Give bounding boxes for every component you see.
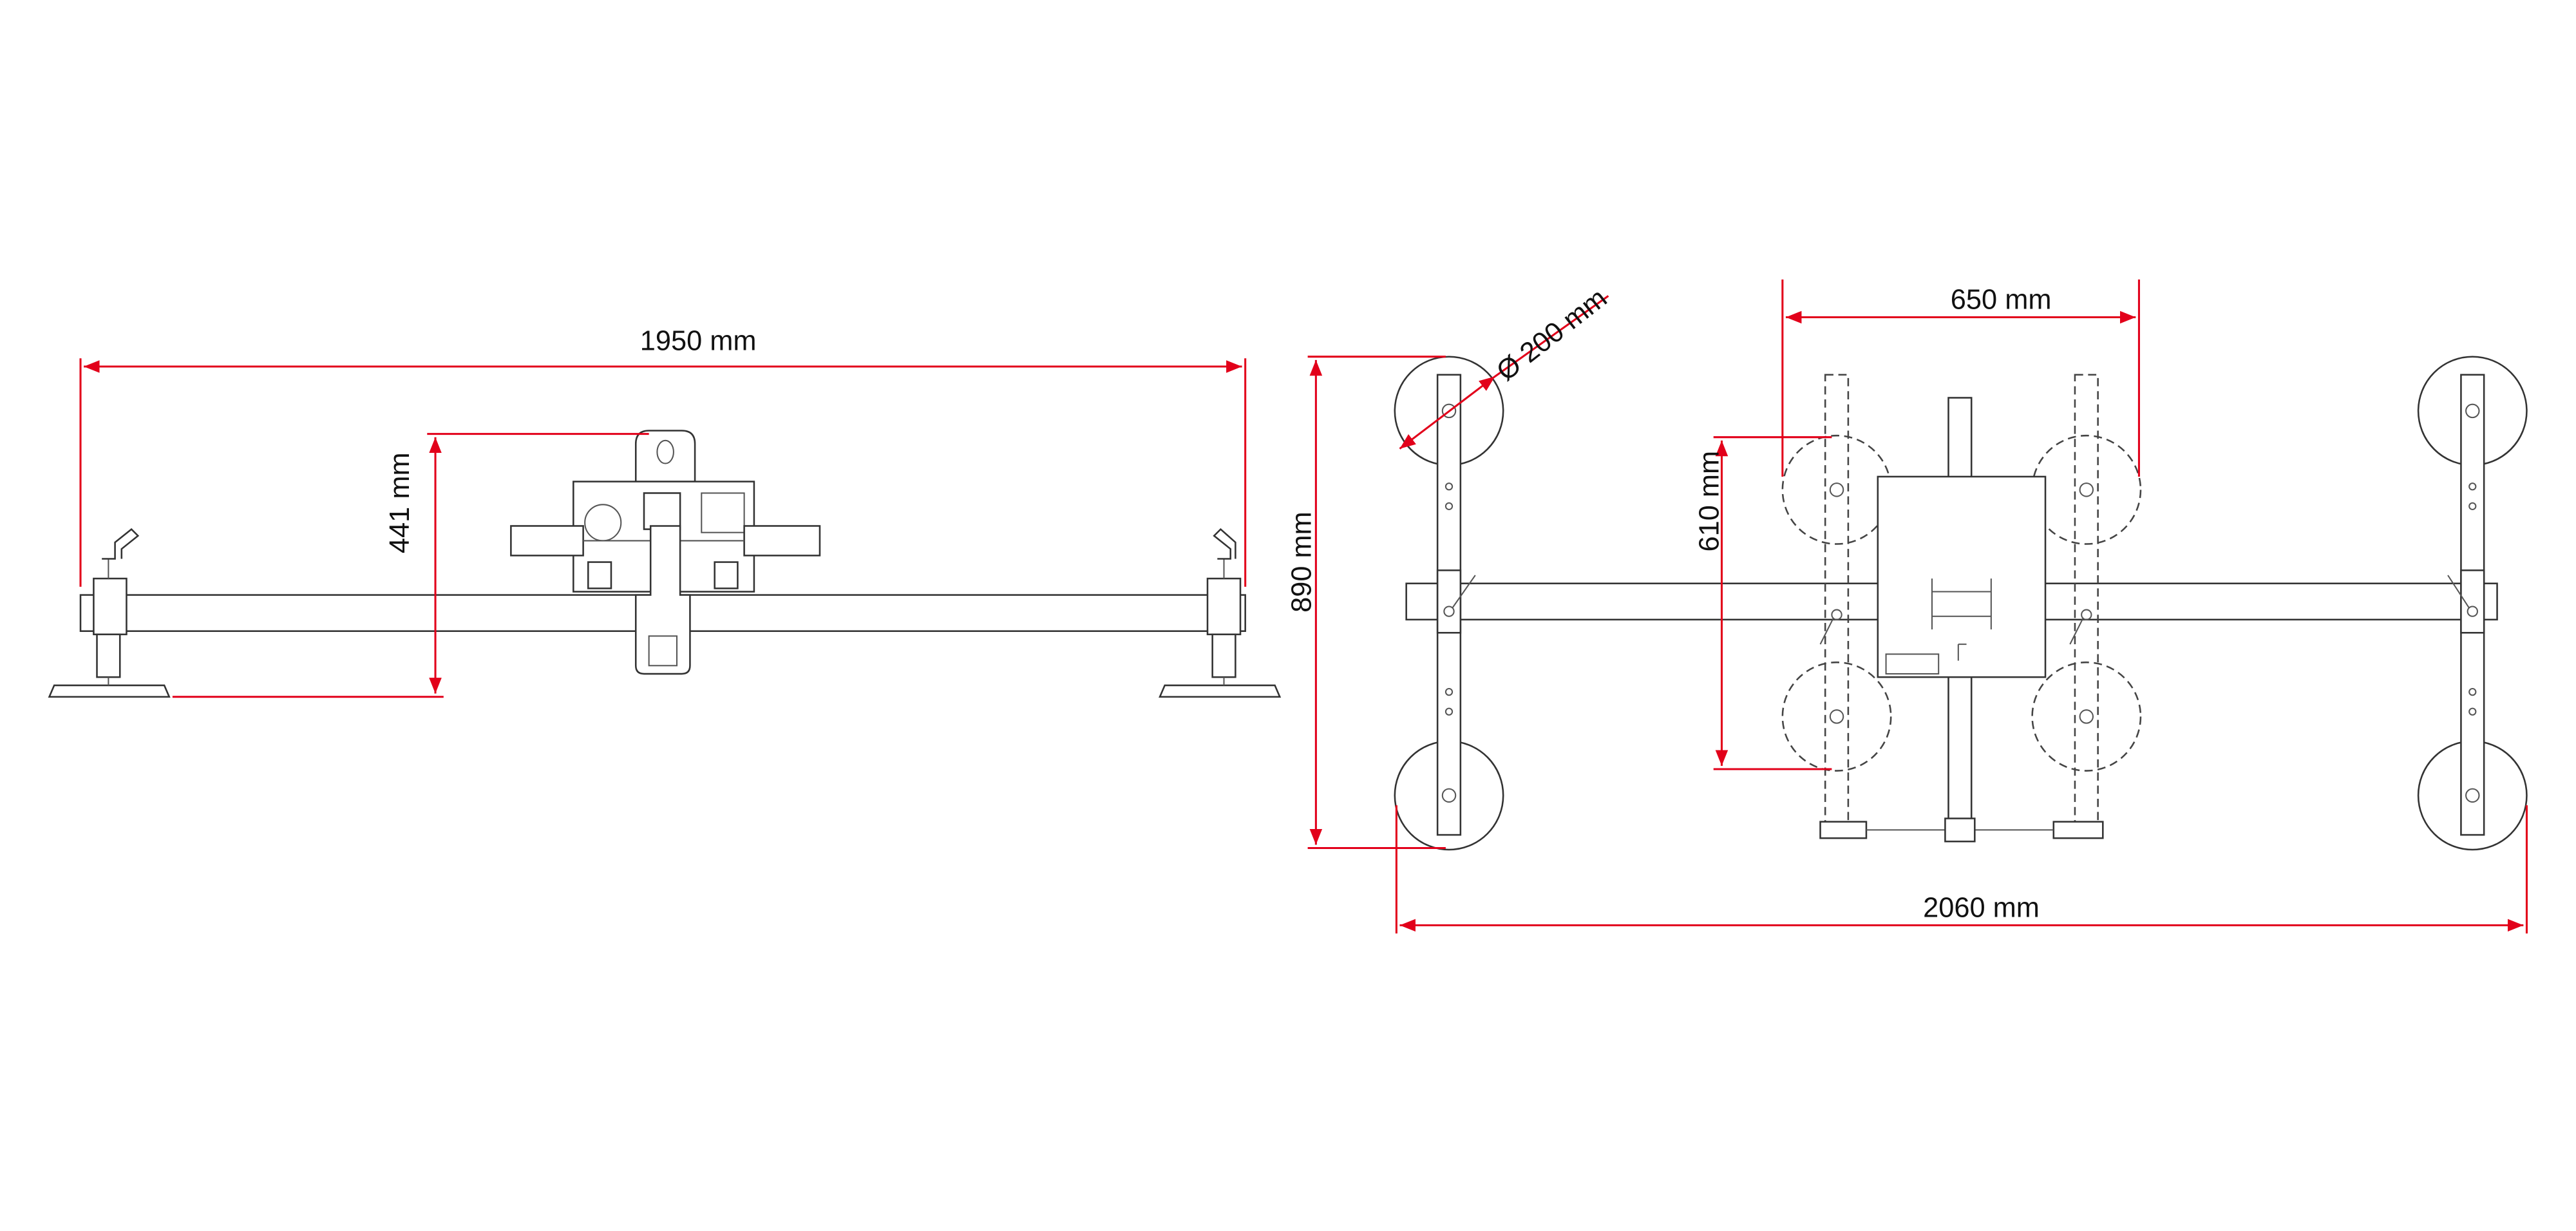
overall-width-label: 2060 mm	[1923, 893, 2040, 924]
dimension-overall-height: 890 mm	[1287, 356, 1446, 849]
dimension-inner-width: 650 mm	[1781, 279, 2140, 477]
top-view: Ø 200 mm 650 mm 610 mm 890 mm 2060 mm	[1287, 279, 2528, 934]
central-unit	[1819, 397, 2104, 843]
cup-diameter-label: Ø 200 mm	[1491, 283, 1613, 387]
inner-height-label: 610 mm	[1694, 451, 1725, 552]
dimension-overall-width: 2060 mm	[1395, 805, 2528, 934]
inner-width-label: 650 mm	[1951, 285, 2052, 316]
right-clamp	[1159, 528, 1282, 698]
height-label: 441 mm	[384, 452, 415, 553]
dimension-inner-height: 610 mm	[1694, 436, 1832, 770]
width-label: 1950 mm	[640, 326, 757, 357]
side-view: 1950 mm 441 mm	[48, 326, 1282, 698]
central-unit	[510, 430, 821, 675]
dimension-height: 441 mm	[172, 433, 649, 698]
dimension-width: 1950 mm	[79, 326, 1247, 587]
left-clamp	[48, 528, 171, 698]
overall-height-label: 890 mm	[1287, 511, 1318, 613]
